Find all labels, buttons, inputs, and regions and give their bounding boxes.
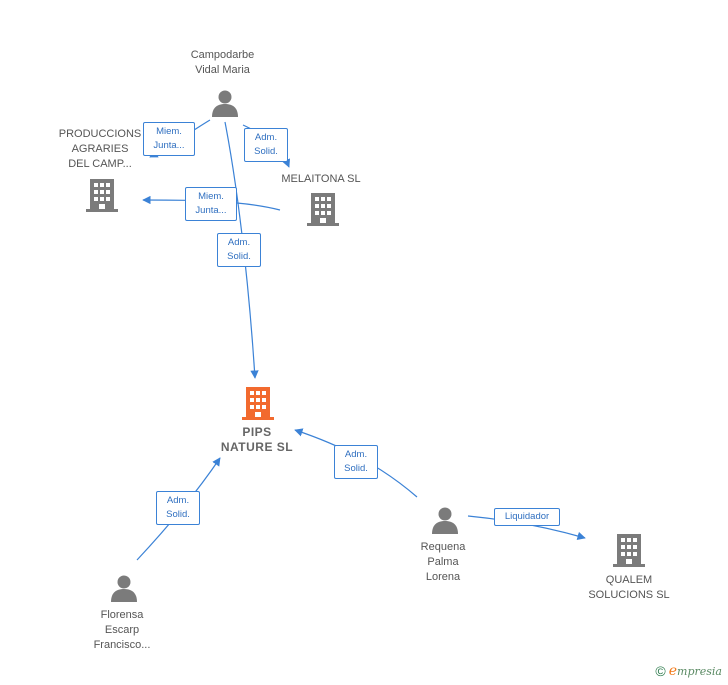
node-label-qualem[interactable]: QUALEM SOLUCIONS SL (588, 574, 670, 601)
copyright-icon: © (655, 663, 666, 679)
edge-label-miem-junta[interactable]: Miem. Junta... (143, 122, 195, 156)
node-label-produccions[interactable]: PRODUCCIONS AGRARIES DEL CAMP... (58, 128, 142, 170)
node-label-florensa[interactable]: Florensa Escarp Francisco... (93, 609, 151, 651)
edge-label-adm-solid[interactable]: Adm. Solid. (217, 233, 261, 267)
empresia-brand[interactable]: ©empresia (655, 663, 722, 679)
brand-initial: e (668, 663, 678, 679)
building-icon[interactable] (86, 177, 118, 213)
node-label-campodarbe[interactable]: Campodarbe Vidal Maria (190, 49, 255, 76)
main-building-icon[interactable] (242, 385, 274, 421)
edge-label-miem-junta[interactable]: Miem. Junta... (185, 187, 237, 221)
building-icon[interactable] (307, 191, 339, 227)
person-icon[interactable] (109, 573, 139, 603)
edge-label-adm-solid[interactable]: Adm. Solid. (244, 128, 288, 162)
building-icon[interactable] (613, 532, 645, 568)
person-icon[interactable] (210, 88, 240, 118)
node-label-pips[interactable]: PIPS NATURE SL (220, 425, 294, 454)
node-label-requena[interactable]: Requena Palma Lorena (420, 541, 466, 583)
edge-label-liquidador[interactable]: Liquidador (494, 508, 560, 526)
brand-name: mpresia (677, 665, 722, 678)
person-icon[interactable] (430, 505, 460, 535)
node-label-melaitona[interactable]: MELAITONA SL (281, 173, 361, 185)
edge-label-adm-solid[interactable]: Adm. Solid. (156, 491, 200, 525)
edge-label-adm-solid[interactable]: Adm. Solid. (334, 445, 378, 479)
